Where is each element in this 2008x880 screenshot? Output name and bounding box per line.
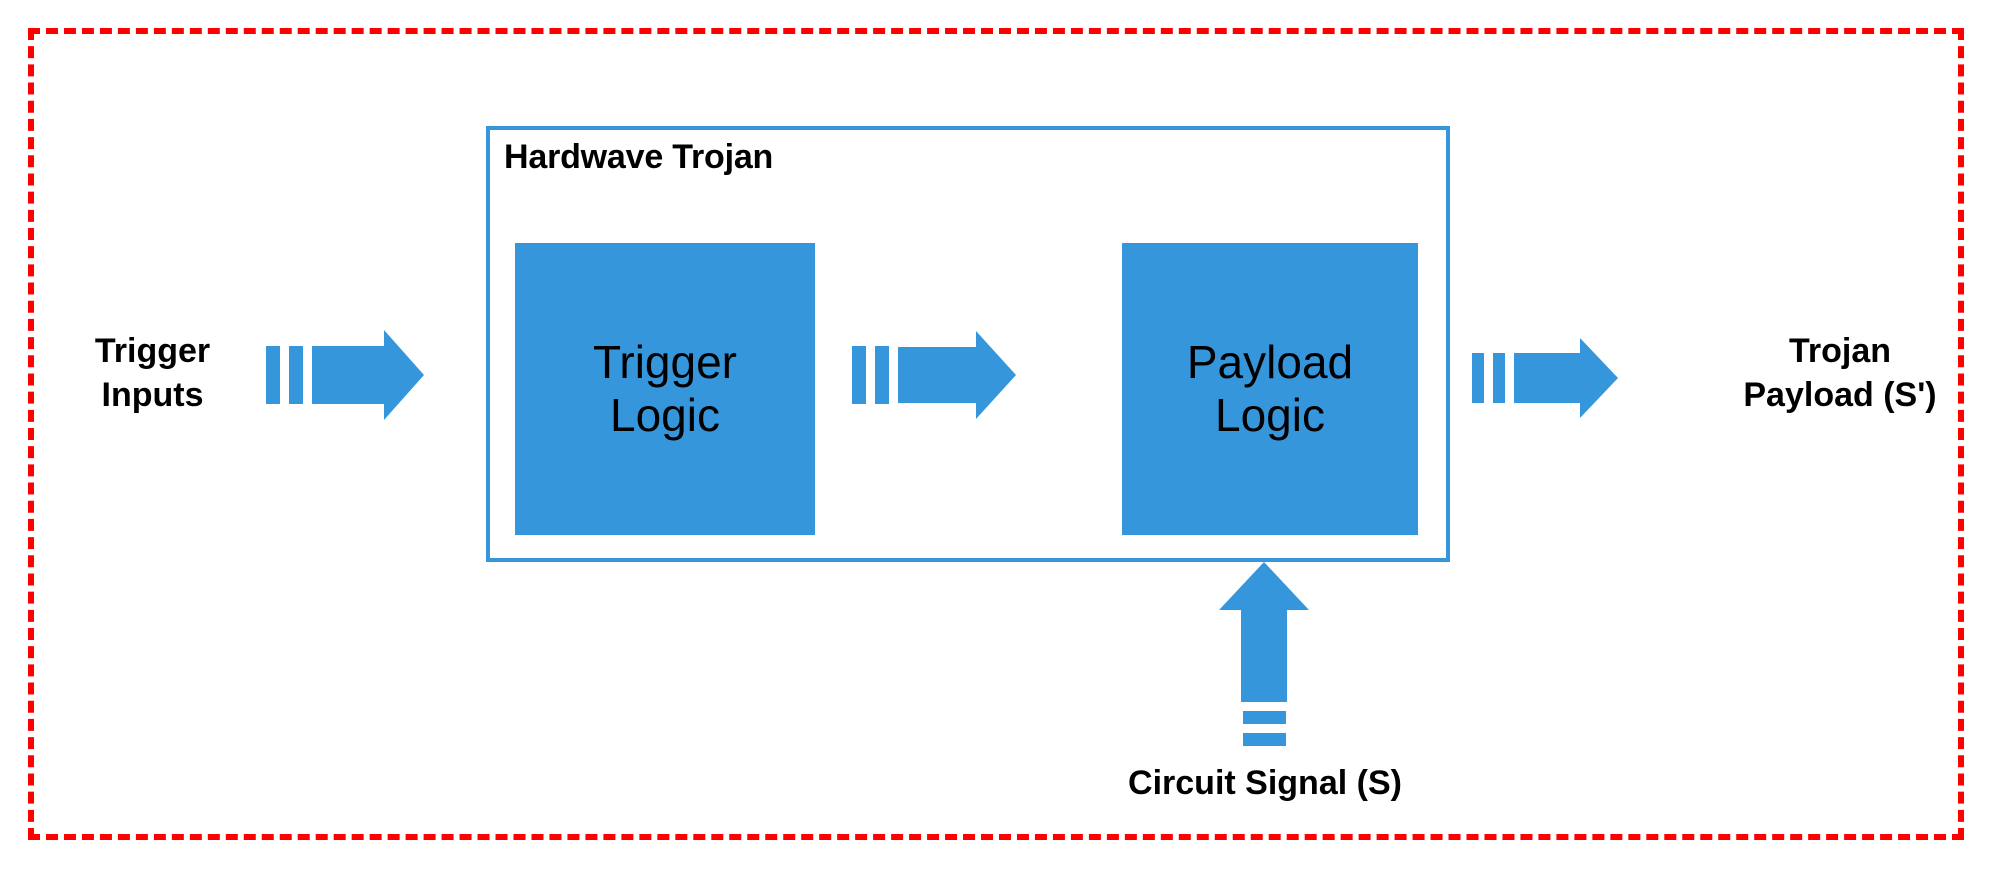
arrow-circuit-signal-to-payload-logic bbox=[1219, 562, 1309, 746]
arrow-trigger-logic-to-payload-logic bbox=[852, 331, 1016, 419]
arrow-tail-tick-2-icon bbox=[1242, 711, 1286, 724]
arrow-tail-tick-2-icon bbox=[289, 346, 303, 404]
arrow-tail-tick-1-icon bbox=[852, 346, 866, 404]
label-trojan-payload: Trojan Payload (S') bbox=[1743, 332, 1937, 414]
right-arrow-icon bbox=[1514, 338, 1618, 418]
arrow-tail-tick-1-icon bbox=[1472, 353, 1484, 403]
arrow-tail-tick-1-icon bbox=[1242, 733, 1286, 746]
up-arrow-icon bbox=[1219, 562, 1309, 702]
arrow-payload-logic-to-trojan-payload bbox=[1472, 338, 1618, 418]
right-arrow-icon bbox=[898, 331, 1016, 419]
chip-boundary-dashed-rect bbox=[28, 28, 1964, 840]
hardware-trojan-title: Hardwave Trojan bbox=[504, 138, 774, 176]
arrow-tail-tick-1-icon bbox=[266, 346, 280, 404]
payload-logic-block: Payload Logic bbox=[1122, 243, 1418, 535]
label-circuit-signal: Circuit Signal (S) bbox=[1128, 764, 1402, 802]
arrow-trigger-inputs-to-trigger-logic bbox=[266, 330, 424, 420]
arrow-tail-tick-2-icon bbox=[1493, 353, 1505, 403]
payload-logic-label: Payload Logic bbox=[1186, 335, 1354, 441]
label-trigger-inputs: Trigger Inputs bbox=[94, 332, 211, 414]
right-arrow-icon bbox=[312, 330, 424, 420]
arrow-tail-tick-2-icon bbox=[875, 346, 889, 404]
trigger-logic-label: Trigger Logic bbox=[593, 335, 737, 441]
trigger-logic-block: Trigger Logic bbox=[515, 243, 815, 535]
